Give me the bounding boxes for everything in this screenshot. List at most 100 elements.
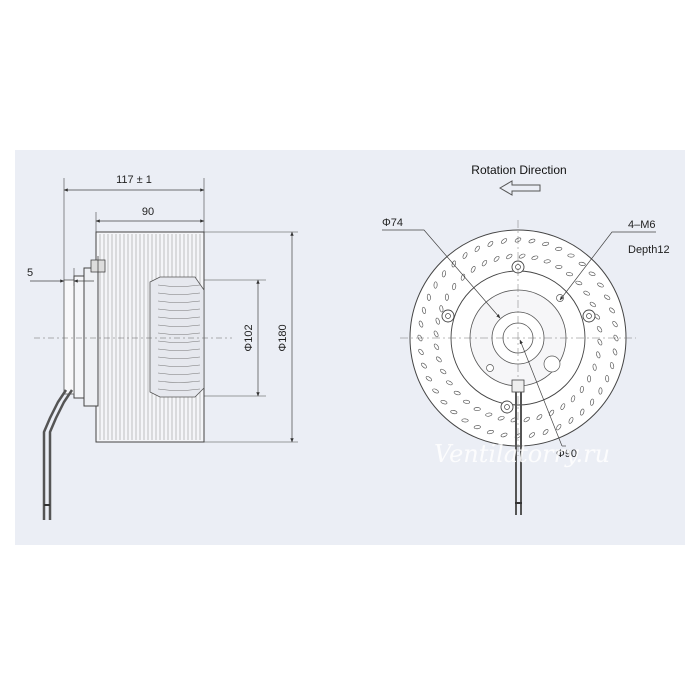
blade-slot: [531, 255, 539, 260]
thread-label: 4–M6: [628, 219, 656, 231]
blade-slot: [592, 363, 597, 371]
blade-slot: [536, 414, 543, 421]
blade-slot: [440, 399, 448, 405]
blade-slot: [460, 273, 466, 281]
blade-slot: [506, 253, 513, 260]
blade-slot: [555, 264, 563, 269]
blade-slot: [485, 412, 493, 417]
blade-slot: [543, 259, 551, 264]
motor-cover: [149, 276, 205, 398]
blade-slot: [588, 271, 596, 277]
blade-slot: [587, 375, 592, 383]
blade-slot: [433, 330, 439, 338]
blade-slot: [441, 270, 446, 278]
blade-slot: [462, 252, 468, 259]
blade-slot: [470, 266, 476, 273]
blade-slot: [461, 418, 469, 423]
blade-slot: [567, 253, 575, 258]
flange-outer: [63, 279, 75, 395]
blade-slot: [426, 293, 431, 301]
blade-slot: [609, 362, 615, 370]
blade-slot: [555, 246, 563, 251]
blade-slot: [597, 338, 603, 346]
label-sticker: [543, 355, 561, 373]
blade-slot: [446, 380, 453, 386]
blade-slot: [440, 368, 447, 375]
blade-slot: [433, 343, 440, 350]
flange-plate: [73, 275, 85, 399]
blade-slot: [474, 245, 480, 252]
blade-slot: [435, 317, 440, 325]
blade-slot: [589, 301, 596, 308]
blade-slot: [542, 429, 549, 435]
blade-slot: [579, 408, 585, 416]
blade-slot: [421, 362, 427, 369]
depth-label: Depth12: [628, 244, 670, 256]
blade-slot: [523, 416, 530, 423]
blade-slot: [556, 424, 562, 431]
blade-slot: [439, 305, 444, 313]
blade-slot: [583, 290, 590, 296]
blade-slot: [570, 395, 576, 403]
blade-slots: [417, 237, 619, 439]
blade-slot: [596, 326, 603, 333]
blade-slot: [497, 416, 505, 421]
blade-slot: [528, 238, 536, 244]
blade-slot: [450, 410, 458, 415]
dimension-inner-diameter-label: Φ102: [243, 324, 255, 351]
blade-slot: [568, 417, 574, 424]
blade-slot: [500, 432, 508, 438]
blade-slot: [481, 260, 488, 267]
blade-slot: [598, 387, 603, 395]
blade-slot: [452, 283, 457, 291]
dimension-outer-diameter-label: Φ180: [277, 324, 289, 351]
power-cable: [42, 389, 68, 520]
rotation-arrow-icon: [499, 180, 541, 196]
dimension-overall-label: 117 ± 1: [116, 174, 152, 186]
side-view: 117 ± 1 90 5 Φ102 Φ180: [27, 174, 298, 520]
blade-slot: [612, 348, 618, 356]
dimension-flange-label: 5: [27, 267, 33, 279]
blade-slot: [501, 238, 508, 244]
blade-slot: [596, 351, 601, 359]
hub-diameter-leader: [519, 339, 563, 447]
hub-diameter-label: Φ90: [556, 448, 577, 460]
watermark: Ventilatorry.ru: [434, 440, 610, 468]
blade-slot: [463, 399, 471, 404]
blade-slot: [432, 388, 439, 394]
dimension-width-label: 90: [142, 206, 154, 218]
blade-slot: [487, 241, 494, 247]
blade-slot: [425, 376, 432, 382]
blade-slot: [612, 321, 618, 328]
thread-leader: [559, 231, 656, 301]
blade-slot: [418, 320, 424, 328]
blade-slot: [528, 432, 535, 438]
blade-slot: [560, 403, 566, 410]
blade-slot: [565, 272, 573, 277]
blade-slot: [604, 294, 611, 300]
blade-slot: [418, 348, 424, 355]
rotation-direction-title: Rotation Direction: [471, 163, 566, 177]
pitch-circle-label: Φ74: [382, 217, 403, 229]
blade-slot: [433, 281, 438, 289]
blade-slot: [597, 282, 604, 288]
cable-gland: [511, 379, 525, 393]
blade-slot: [518, 253, 526, 259]
mounting-flange: [83, 267, 99, 407]
blade-slot: [473, 425, 481, 430]
blade-slot: [590, 398, 595, 406]
blade-slot: [421, 306, 427, 314]
pitch-circle-leader: [382, 229, 501, 319]
blade-slot: [473, 407, 481, 412]
blade-slot: [579, 385, 584, 393]
blade-slot: [609, 307, 615, 314]
blade-slot: [542, 241, 550, 247]
motor-ribs: [157, 284, 201, 391]
blade-slot: [493, 255, 500, 262]
blade-slot: [435, 356, 442, 363]
blade-slot: [453, 390, 461, 396]
blade-slot: [486, 429, 494, 435]
blade-slot: [444, 293, 449, 301]
blade-slot: [605, 375, 610, 383]
